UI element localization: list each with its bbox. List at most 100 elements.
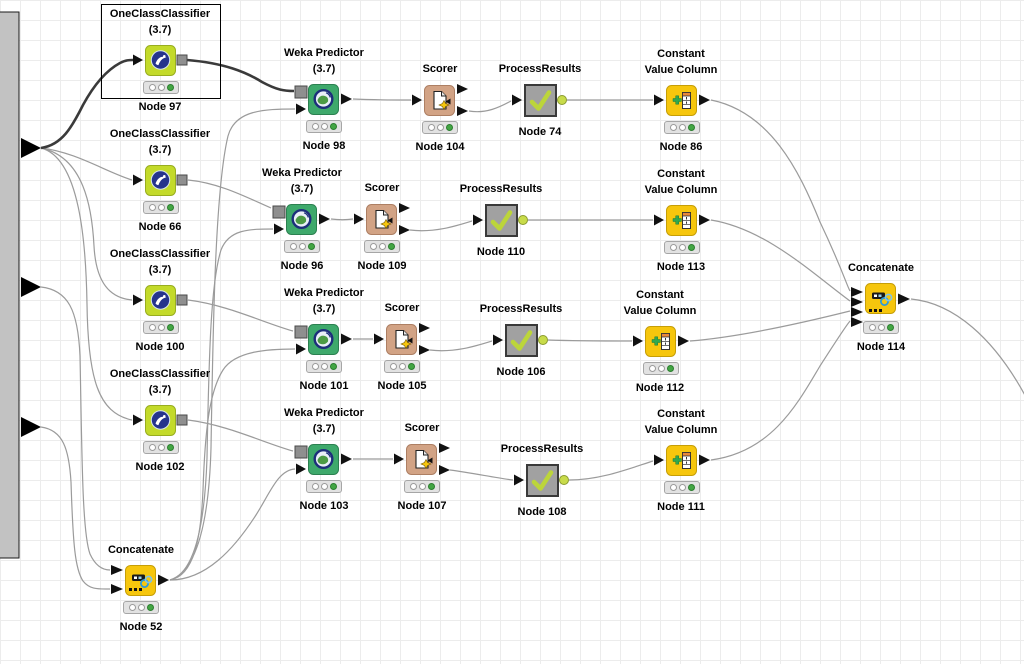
node-name: Node 97 <box>138 101 182 113</box>
traffic-light <box>306 120 342 133</box>
node-110-processresults-metanode-icon[interactable] <box>485 204 518 237</box>
bar-output-port-3 <box>21 417 41 437</box>
traffic-light <box>643 362 679 375</box>
node-title: (3.7) <box>148 384 172 396</box>
node-108-processresults-metanode-icon[interactable] <box>526 464 559 497</box>
node-101-weka-predictor-icon[interactable] <box>308 324 339 355</box>
node-106-processresults-metanode-icon[interactable] <box>505 324 538 357</box>
node-title: Value Column <box>644 184 718 196</box>
node-name: Node 96 <box>280 260 324 272</box>
traffic-light <box>664 481 700 494</box>
node-name: Node 114 <box>856 341 906 353</box>
node-107-scorer-icon[interactable] <box>406 444 437 475</box>
node-name: Node 105 <box>377 380 427 392</box>
node-title: (3.7) <box>148 24 172 36</box>
node-title: (3.7) <box>290 183 314 195</box>
node-title: Scorer <box>404 422 440 434</box>
node-103-weka-predictor-icon[interactable] <box>308 444 339 475</box>
node-title: Constant <box>657 408 705 420</box>
bar-output-port-1 <box>21 138 41 158</box>
node-name: Node 110 <box>476 246 526 258</box>
node-74-processresults-metanode-icon[interactable] <box>524 84 557 117</box>
selected-connection <box>186 58 295 93</box>
node-102-oneclassclassifier-icon[interactable] <box>145 405 176 436</box>
node-title: (3.7) <box>148 144 172 156</box>
node-name: Node 113 <box>656 261 706 273</box>
traffic-light <box>384 360 420 373</box>
node-title: OneClassClassifier <box>109 368 211 380</box>
node-title: Concatenate <box>847 262 915 274</box>
node-ports <box>111 54 910 594</box>
node-title: Weka Predictor <box>284 407 364 419</box>
node-title: Value Column <box>623 305 697 317</box>
node-name: Node 107 <box>397 500 447 512</box>
node-52-concatenate-icon[interactable] <box>125 565 156 596</box>
node-100-oneclassclassifier-icon[interactable] <box>145 285 176 316</box>
node-111-constant-value-column-icon[interactable] <box>666 445 697 476</box>
traffic-light <box>123 601 159 614</box>
node-title: ProcessResults <box>459 183 543 195</box>
node-name: Node 100 <box>135 341 185 353</box>
node-title: (3.7) <box>312 63 336 75</box>
node-98-weka-predictor-icon[interactable] <box>308 84 339 115</box>
node-title: Scorer <box>422 63 458 75</box>
node-name: Node 101 <box>299 380 349 392</box>
bar-output-port-2 <box>21 277 41 297</box>
node-66-oneclassclassifier-icon[interactable] <box>145 165 176 196</box>
selected-connection <box>40 58 134 150</box>
node-name: Node 103 <box>299 500 349 512</box>
node-title: (3.7) <box>148 264 172 276</box>
node-title: ProcessResults <box>498 63 582 75</box>
node-title: OneClassClassifier <box>109 128 211 140</box>
node-name: Node 86 <box>659 141 703 153</box>
node-112-constant-value-column-icon[interactable] <box>645 326 676 357</box>
node-86-constant-value-column-icon[interactable] <box>666 85 697 116</box>
traffic-light <box>404 480 440 493</box>
extra-ports-dots <box>129 588 132 591</box>
node-title: Scorer <box>364 182 400 194</box>
traffic-light <box>664 121 700 134</box>
traffic-light <box>306 480 342 493</box>
node-title: ProcessResults <box>500 443 584 455</box>
traffic-light <box>143 81 179 94</box>
node-name: Node 98 <box>302 140 346 152</box>
traffic-light <box>306 360 342 373</box>
traffic-light <box>364 240 400 253</box>
node-title: Value Column <box>644 424 718 436</box>
node-title: OneClassClassifier <box>109 8 211 20</box>
node-name: Node 112 <box>635 382 685 394</box>
traffic-light <box>143 441 179 454</box>
node-title: Concatenate <box>107 544 175 556</box>
metanode-input-bar[interactable] <box>0 11 41 559</box>
node-title: Weka Predictor <box>262 167 342 179</box>
traffic-light <box>422 121 458 134</box>
traffic-light <box>143 321 179 334</box>
traffic-light <box>143 201 179 214</box>
node-96-weka-predictor-icon[interactable] <box>286 204 317 235</box>
node-name: Node 52 <box>119 621 163 633</box>
node-title: Constant <box>657 48 705 60</box>
node-104-scorer-icon[interactable] <box>424 85 455 116</box>
traffic-light <box>664 241 700 254</box>
connections[interactable] <box>40 58 1024 590</box>
node-title: (3.7) <box>312 303 336 315</box>
node-title: (3.7) <box>312 423 336 435</box>
node-name: Node 106 <box>496 366 546 378</box>
node-title: Value Column <box>644 64 718 76</box>
node-name: Node 102 <box>135 461 185 473</box>
node-109-scorer-icon[interactable] <box>366 204 397 235</box>
node-name: Node 66 <box>138 221 182 233</box>
node-title: Constant <box>636 289 684 301</box>
node-title: OneClassClassifier <box>109 248 211 260</box>
traffic-light <box>863 321 899 334</box>
selection-rectangle <box>101 4 221 99</box>
node-113-constant-value-column-icon[interactable] <box>666 205 697 236</box>
node-97-oneclassclassifier-icon[interactable] <box>145 45 176 76</box>
node-title: Constant <box>657 168 705 180</box>
node-title: ProcessResults <box>479 303 563 315</box>
node-105-scorer-icon[interactable] <box>386 324 417 355</box>
node-title: Weka Predictor <box>284 287 364 299</box>
extra-ports-dots <box>869 309 872 312</box>
